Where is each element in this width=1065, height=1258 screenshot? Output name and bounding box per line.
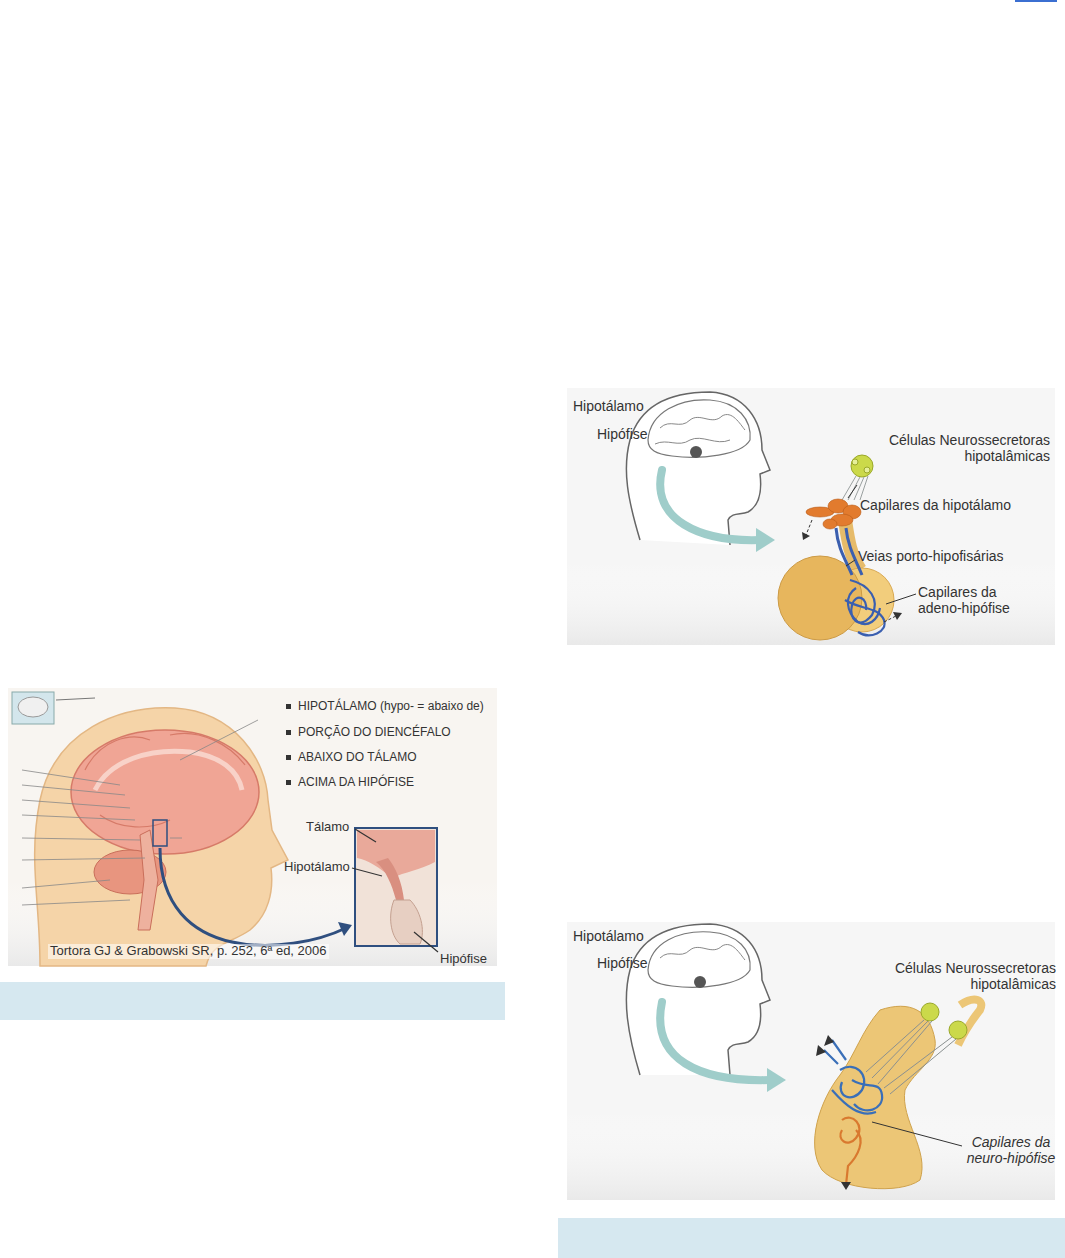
- citation: Tortora GJ & Grabowski SR, p. 252, 6ª ed…: [48, 944, 329, 959]
- part-label: Tálamo: [306, 820, 349, 835]
- link-mark: [1015, 0, 1057, 2]
- caption-band: [558, 1218, 1065, 1258]
- part-label: Capilares da neuro-hipófise: [962, 1134, 1060, 1166]
- caption-band: [0, 982, 505, 1020]
- part-label: Hipófise: [597, 955, 648, 971]
- part-label: Hipotálamo: [573, 928, 644, 944]
- brain-figure: [8, 688, 497, 966]
- bullet-text: ACIMA DA HIPÓFISE: [298, 776, 414, 790]
- part-label: Hipotálamo: [284, 860, 350, 875]
- bullet-text: PORÇÃO DO DIENCÉFALO: [298, 726, 451, 740]
- part-label: Capilares da hipotálamo: [860, 497, 1011, 513]
- bullet-text: HIPOTÁLAMO (hypo- = abaixo de): [298, 700, 484, 714]
- part-label: Células Neurossecretoras hipotalâmicas: [848, 960, 1056, 992]
- part-label: Hipófise: [440, 952, 487, 967]
- part-label: Células Neurossecretoras hipotalâmicas: [838, 432, 1050, 464]
- part-label: Hipotálamo: [573, 398, 644, 414]
- part-label: Hipófise: [597, 426, 648, 442]
- bullet-text: ABAIXO DO TÁLAMO: [298, 751, 416, 765]
- part-label: Veias porto-hipofisárias: [858, 548, 1004, 564]
- part-label: Capilares da adeno-hipófise: [918, 584, 1033, 616]
- portal-system-figure: [567, 388, 1055, 645]
